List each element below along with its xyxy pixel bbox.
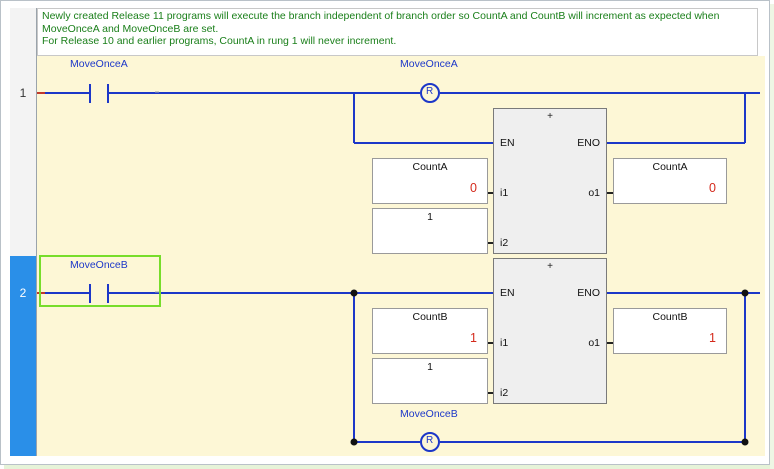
o1-pin: o1 (588, 187, 600, 199)
selected-contact-highlight[interactable] (39, 255, 161, 307)
rung1-output-variable[interactable]: CountA 0 (613, 158, 727, 204)
rung1-contact-label[interactable]: MoveOnceA (70, 58, 128, 70)
rung-number-1[interactable]: 1 (10, 56, 37, 256)
rung2-output-variable[interactable]: CountB 1 (613, 308, 727, 354)
rung2-reset-coil (420, 432, 440, 452)
variable-name: CountB (412, 311, 448, 323)
comment-gutter (10, 8, 37, 56)
i1-pin: i1 (500, 187, 509, 199)
en-pin: EN (500, 137, 515, 149)
constant-value: 1 (427, 211, 433, 223)
rung2-input2-constant[interactable]: 1 (372, 358, 488, 404)
comment-line-3: For Release 10 and earlier programs, Cou… (42, 35, 397, 47)
variable-name: CountA (652, 161, 688, 173)
variable-value: 0 (709, 181, 716, 195)
rung-number-label: 1 (19, 86, 27, 100)
rung-comment[interactable]: Newly created Release 11 programs will e… (37, 8, 758, 56)
eno-pin: ENO (577, 137, 600, 149)
block-title: + (547, 261, 553, 272)
i2-pin: i2 (500, 237, 509, 249)
rung2-input1-variable[interactable]: CountB 1 (372, 308, 488, 354)
rung-number-2[interactable]: 2 (10, 256, 37, 456)
variable-value: 1 (709, 331, 716, 345)
comment-line-1: Newly created Release 11 programs will e… (42, 10, 720, 22)
comment-line-2: MoveOnceA and MoveOnceB are set. (42, 22, 219, 35)
rung2-coil-label[interactable]: MoveOnceB (400, 408, 458, 420)
eno-pin: ENO (577, 287, 600, 299)
o1-pin: o1 (588, 337, 600, 349)
rung2-contact-label[interactable]: MoveOnceB (70, 259, 128, 271)
rung1-add-block[interactable]: + EN ENO i1 o1 i2 (493, 108, 607, 254)
frame-shadow-right (770, 4, 774, 469)
i1-pin: i1 (500, 337, 509, 349)
variable-name: CountB (652, 311, 688, 323)
en-pin: EN (500, 287, 515, 299)
i2-pin: i2 (500, 387, 509, 399)
constant-value: 1 (427, 361, 433, 373)
rung2-add-block[interactable]: + EN ENO i1 o1 i2 (493, 258, 607, 404)
variable-value: 0 (470, 181, 477, 195)
variable-value: 1 (470, 331, 477, 345)
block-title: + (547, 111, 553, 122)
rung2-coil-symbol[interactable]: R (426, 435, 434, 446)
rung1-reset-coil (420, 83, 440, 103)
rung1-coil-label[interactable]: MoveOnceA (400, 58, 458, 70)
rung1-input2-constant[interactable]: 1 (372, 208, 488, 254)
variable-name: CountA (412, 161, 448, 173)
rung-number-label: 2 (19, 286, 27, 300)
rung1-coil-symbol[interactable]: R (426, 86, 434, 97)
frame-shadow-bottom (4, 465, 774, 469)
rung1-input1-variable[interactable]: CountA 0 (372, 158, 488, 204)
